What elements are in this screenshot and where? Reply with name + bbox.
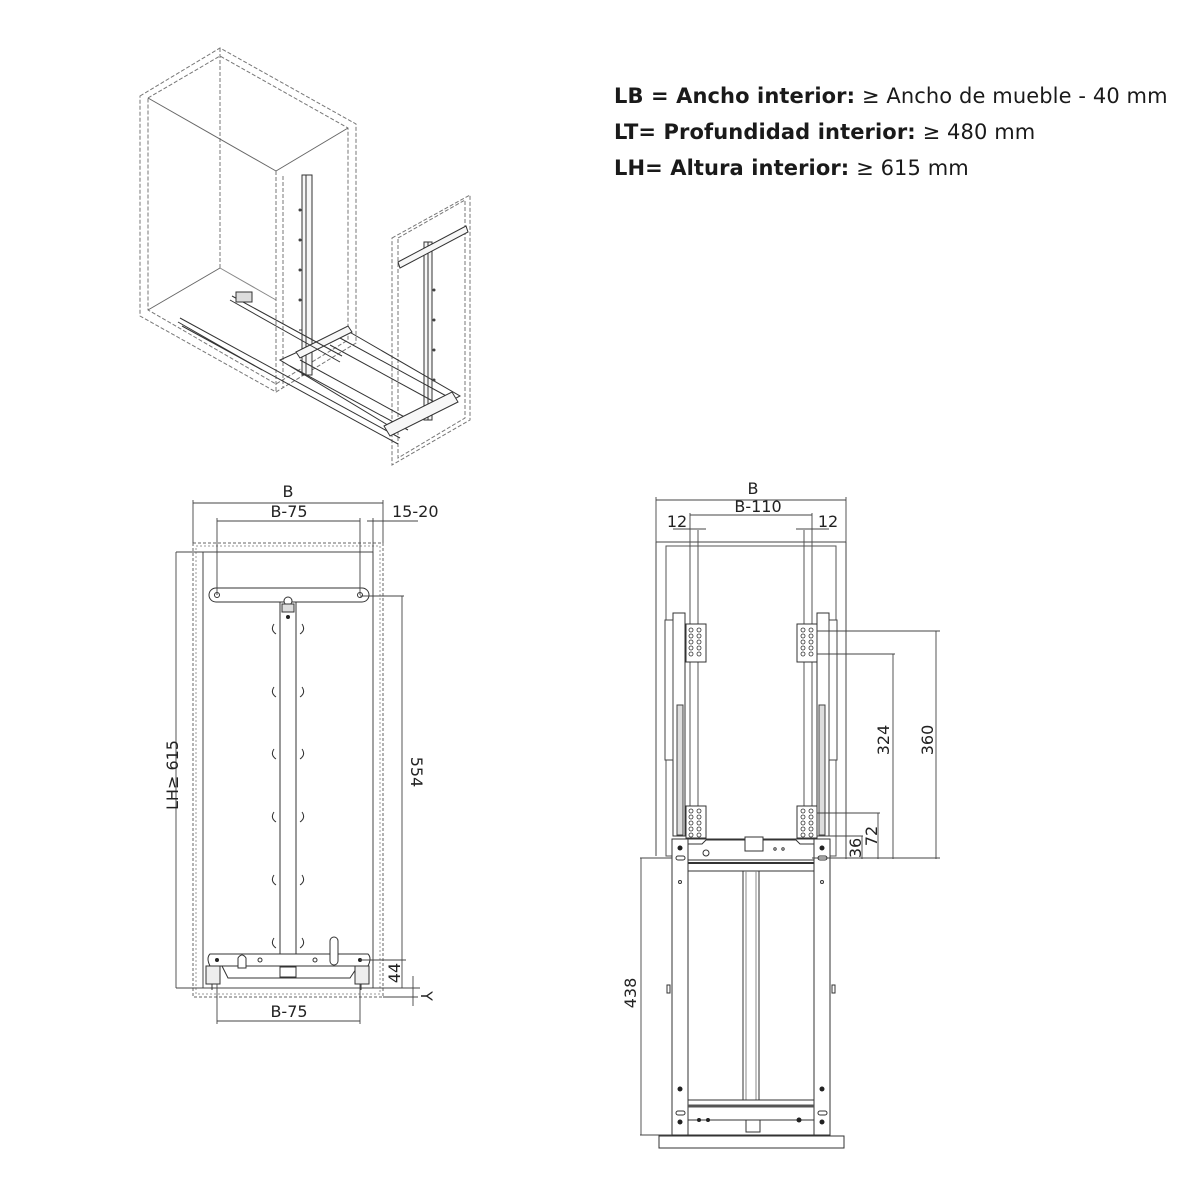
plan-view-dimensions: [640, 497, 940, 1136]
plan-view: [655, 530, 847, 1149]
spec-lh: LH= Altura interior: ≥ 615 mm: [614, 156, 969, 180]
dim-label-554: 554: [407, 757, 426, 788]
spec-lb: LB = Ancho interior: ≥ Ancho de mueble -…: [614, 84, 1168, 108]
dim-label-324: 324: [874, 725, 893, 756]
front-view-labels: B B-75 15-20 LH≥ 615 554 44 Y B-75: [163, 482, 439, 1021]
dim-label-b: B: [283, 482, 294, 501]
dim-label-12-left: 12: [667, 512, 687, 531]
specifications-block: LB = Ancho interior: ≥ Ancho de mueble -…: [614, 78, 1194, 186]
front-elevation-view: [176, 542, 384, 998]
dim-label-72: 72: [862, 826, 881, 846]
dim-label-15-20: 15-20: [392, 502, 439, 521]
dim-label-b-75-top: B-75: [270, 502, 307, 521]
dim-label-lh: LH≥ 615: [163, 740, 182, 810]
dim-label-y: Y: [417, 990, 436, 1001]
dim-label-b-plan: B: [748, 479, 759, 498]
dim-label-b-110: B-110: [734, 497, 781, 516]
hook-pairs: [271, 623, 305, 949]
dim-label-36: 36: [846, 838, 865, 858]
dim-label-12-right: 12: [818, 512, 838, 531]
dim-label-360: 360: [918, 725, 937, 756]
plan-view-labels: B B-110 12 12 360 324 72 36 438: [621, 479, 937, 1008]
isometric-cabinet-view: [139, 47, 471, 466]
spec-lt: LT= Profundidad interior: ≥ 480 mm: [614, 120, 1036, 144]
dim-label-b-75-bottom: B-75: [270, 1002, 307, 1021]
dim-label-438: 438: [621, 978, 640, 1009]
front-view-dimensions: [175, 500, 420, 1024]
dim-label-44: 44: [385, 963, 404, 983]
mounting-hole-blocks: [685, 623, 818, 839]
